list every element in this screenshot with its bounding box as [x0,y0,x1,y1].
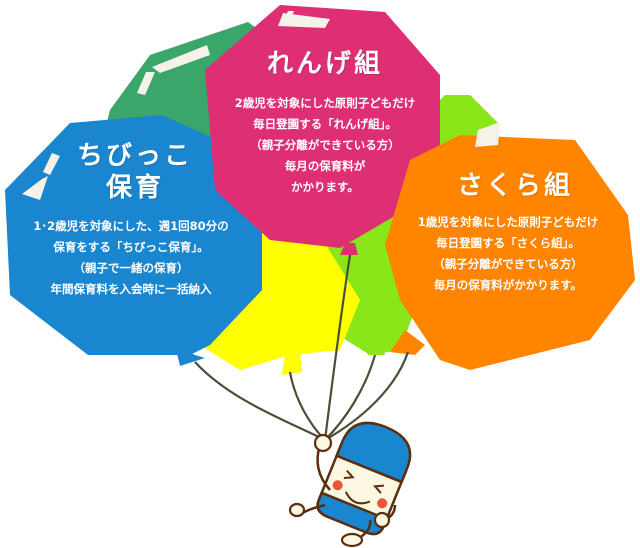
chibikko-title-line-2: 保育 [105,173,164,203]
renge-description: 2歳児を対象にした原則子どもだけ 毎日登園する「れんげ組」。 （親子分離ができて… [205,93,445,198]
chibikko-line-1: 1･2歳児を対象にした、週1回80分の [33,219,229,233]
orange-balloon-knot [390,330,425,355]
blue-balloon-knot [175,345,205,366]
renge-line-4: 毎月の保育料が [284,159,366,173]
lime-balloon-knot [365,335,385,355]
renge-line-2: 毎日登園する「れんげ組」。 [253,117,397,131]
blue-balloon [5,115,262,355]
pink-balloon-highlight-2 [283,11,294,22]
orange-balloon-highlight [475,122,500,147]
chibikko-title-line-1: ちびっこ [76,141,193,171]
sakura-title: さくら組 [456,171,573,201]
green-balloon-highlight [152,45,210,73]
orange-balloon [385,135,635,370]
chibikko-title: ちびっこ 保育 [60,140,210,204]
balloon-strings [194,254,410,441]
renge-title: れんげ組 [266,49,383,79]
sakura-description: 1歳児を対象にした原則子どもだけ 毎日登園する「さくら組」。 （親子分離ができて… [392,212,624,296]
blue-balloon-highlight-2 [22,176,48,200]
sakura-line-4: 毎月の保育料がかかります。 [433,278,583,292]
sakura-line-2: 毎日登園する「さくら組」。 [436,236,580,250]
green-balloon-highlight-2 [137,72,155,95]
chibikko-line-2: 保育をする「ちびっこ保育」。 [53,240,209,254]
sakura-line-1: 1歳児を対象にした原則子どもだけ [417,215,599,229]
yellow-balloon-knot [282,350,302,375]
chibikko-line-4: 年間保育料を入会時に一括納入 [50,282,212,296]
sakura-line-3: （親子分離ができている方） [433,257,583,271]
renge-line-3: （親子分離ができている方） [250,138,400,152]
mascot-character [288,421,412,548]
chibikko-description: 1･2歳児を対象にした、週1回80分の 保育をする「ちびっこ保育」。 （親子で一… [0,216,262,300]
pink-balloon [205,5,440,248]
renge-line-5: かかります。 [291,180,359,194]
renge-line-1: 2歳児を対象にした原則子どもだけ [234,96,416,110]
blue-balloon-highlight [43,153,60,175]
chibikko-line-3: （親子で一緒の保育） [73,261,189,275]
pink-balloon-knot [340,243,358,255]
